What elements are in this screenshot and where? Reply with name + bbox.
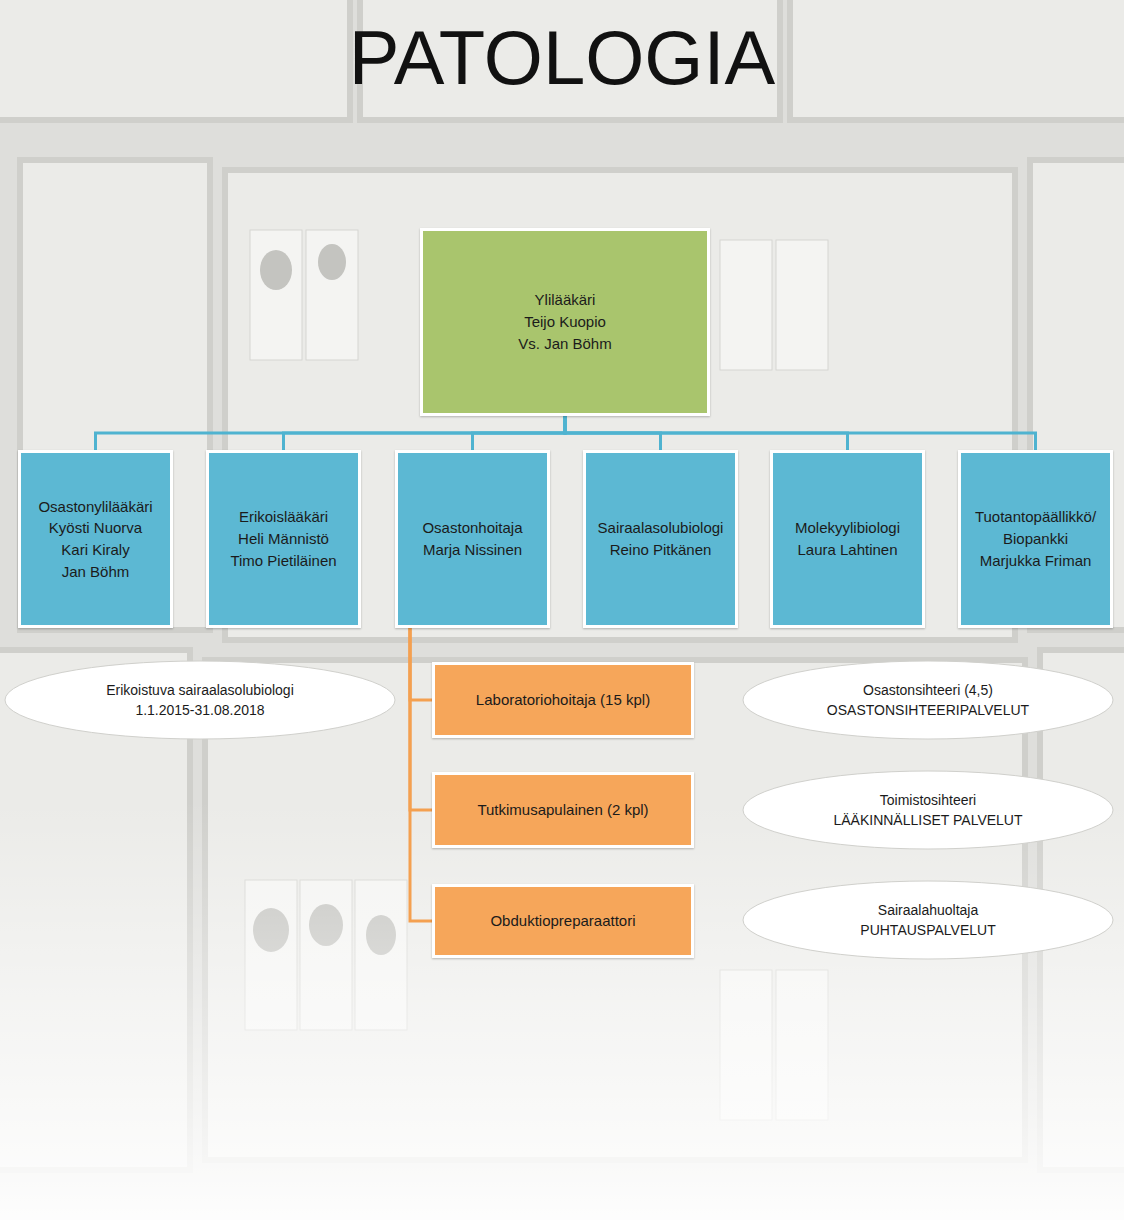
staff-box: MolekyylibiologiLaura Lahtinen: [770, 450, 925, 628]
team-box: Obduktiopreparaattori: [432, 884, 694, 958]
box-label: Reino Pitkänen: [594, 539, 727, 561]
box-label: Sairaalasolubiologi: [594, 517, 727, 539]
node-text-block: OsastonylilääkäriKyösti NuorvaKari Kiral…: [21, 490, 170, 589]
ellipse-label: Sairaalahuoltaja: [794, 900, 1062, 920]
org-connector: [565, 416, 1036, 450]
team-box: Tutkimusapulainen (2 kpl): [432, 772, 694, 848]
box-label: Osastonylilääkäri: [29, 496, 162, 518]
staff-box: OsastonhoitajaMarja Nissinen: [395, 450, 550, 628]
tissue-sample: [318, 244, 346, 280]
ellipse-outline: [742, 770, 1114, 850]
box-label: Heli Männistö: [217, 528, 350, 550]
box-label: Laura Lahtinen: [781, 539, 914, 561]
team-connector: [410, 628, 432, 810]
service-ellipse: ToimistosihteeriLÄÄKINNÄLLISET PALVELUT: [742, 770, 1114, 850]
node-text-block: OsastonhoitajaMarja Nissinen: [398, 511, 547, 567]
box-label: Jan Böhm: [29, 561, 162, 583]
box-label: Laboratoriohoitaja (15 kpl): [443, 689, 683, 711]
page-title: PATOLOGIA: [0, 12, 1124, 103]
ellipse-label: Osastonsihteeri (4,5): [794, 680, 1062, 700]
slide-tray: [0, 0, 350, 120]
ellipse-shape: [743, 771, 1113, 849]
ellipse-outline: [742, 880, 1114, 960]
service-ellipse: Osastonsihteeri (4,5)OSASTONSIHTEERIPALV…: [742, 660, 1114, 740]
ellipse-shape: [5, 661, 395, 739]
ellipse-label: PUHTAUSPALVELUT: [794, 920, 1062, 940]
box-label: Tutkimusapulainen (2 kpl): [443, 799, 683, 821]
node-text-block: Laboratoriohoitaja (15 kpl): [435, 683, 691, 717]
ellipse-outline: [742, 660, 1114, 740]
glass-slide: [250, 230, 302, 360]
node-text-block: ErikoislääkäriHeli MännistöTimo Pietiläi…: [209, 500, 358, 577]
staff-box: Tuotantopäällikkö/ BiopankkiMarjukka Fri…: [958, 450, 1113, 628]
staff-box: SairaalasolubiologiReino Pitkänen: [583, 450, 738, 628]
ellipse-label: Erikoistuva sairaalasolubiologi: [59, 680, 341, 700]
staff-box: OsastonylilääkäriKyösti NuorvaKari Kiral…: [18, 450, 173, 628]
service-ellipse: SairaalahuoltajaPUHTAUSPALVELUT: [742, 880, 1114, 960]
box-label: Marjukka Friman: [969, 550, 1102, 572]
node-text-block: Osastonsihteeri (4,5)OSASTONSIHTEERIPALV…: [742, 676, 1114, 725]
team-connector: [410, 628, 432, 700]
node-text-block: SairaalasolubiologiReino Pitkänen: [586, 511, 735, 567]
box-label: Kyösti Nuorva: [29, 517, 162, 539]
node-text-block: Obduktiopreparaattori: [435, 904, 691, 938]
org-connector: [473, 416, 566, 450]
box-label: Ylilääkäri: [431, 289, 699, 311]
box-label: Vs. Jan Böhm: [431, 333, 699, 355]
box-label: Marja Nissinen: [406, 539, 539, 561]
ellipse-label: 1.1.2015-31.08.2018: [59, 700, 341, 720]
org-connector: [284, 416, 566, 450]
info-ellipse: Erikoistuva sairaalasolubiologi1.1.2015-…: [4, 660, 396, 740]
ellipse-shape: [743, 661, 1113, 739]
tissue-sample: [260, 250, 292, 290]
glass-slide: [720, 240, 772, 370]
box-label: Timo Pietiläinen: [217, 550, 350, 572]
node-text-block: SairaalahuoltajaPUHTAUSPALVELUT: [742, 896, 1114, 945]
node-text-block: Erikoistuva sairaalasolubiologi1.1.2015-…: [4, 676, 396, 725]
glass-slide: [776, 240, 828, 370]
node-text-block: MolekyylibiologiLaura Lahtinen: [773, 511, 922, 567]
node-text-block: Tuotantopäällikkö/ BiopankkiMarjukka Fri…: [961, 500, 1110, 577]
node-text-block: Tutkimusapulainen (2 kpl): [435, 793, 691, 827]
box-label: Kari Kiraly: [29, 539, 162, 561]
org-connector: [96, 416, 566, 450]
box-label: Obduktiopreparaattori: [443, 910, 683, 932]
ellipse-label: Toimistosihteeri: [794, 790, 1062, 810]
team-connector: [410, 628, 432, 921]
slide-tray: [790, 0, 1124, 120]
ellipse-outline: [4, 660, 396, 740]
ellipse-label: OSASTONSIHTEERIPALVELUT: [794, 700, 1062, 720]
box-label: Erikoislääkäri: [217, 506, 350, 528]
box-label: Tuotantopäällikkö/ Biopankki: [969, 506, 1102, 550]
photo-fade: [0, 800, 1124, 1220]
glass-slide: [306, 230, 358, 360]
box-label: Osastonhoitaja: [406, 517, 539, 539]
ellipse-shape: [743, 881, 1113, 959]
node-text-block: ToimistosihteeriLÄÄKINNÄLLISET PALVELUT: [742, 786, 1114, 835]
ellipse-label: LÄÄKINNÄLLISET PALVELUT: [794, 810, 1062, 830]
box-label: Molekyylibiologi: [781, 517, 914, 539]
chief-box: YlilääkäriTeijo KuopioVs. Jan Böhm: [420, 228, 710, 416]
team-box: Laboratoriohoitaja (15 kpl): [432, 662, 694, 738]
box-label: Teijo Kuopio: [431, 311, 699, 333]
node-text-block: YlilääkäriTeijo KuopioVs. Jan Böhm: [423, 283, 707, 360]
staff-box: ErikoislääkäriHeli MännistöTimo Pietiläi…: [206, 450, 361, 628]
